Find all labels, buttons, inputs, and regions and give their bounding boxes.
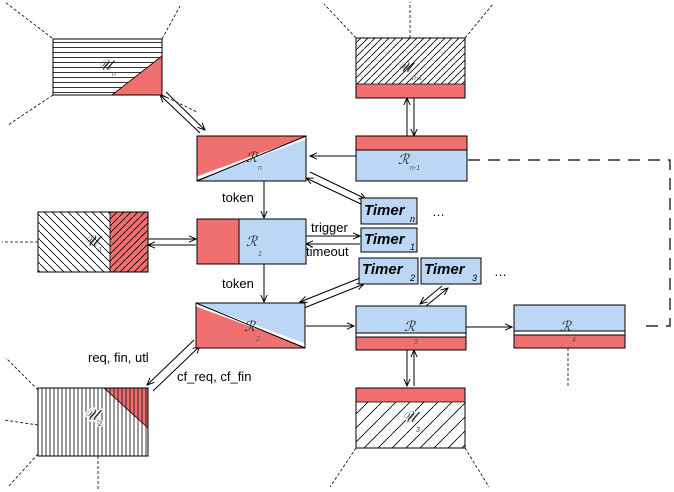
router-2-symbol: ℛ (244, 319, 256, 335)
router-n-minus-1: ℛ n-1 (355, 135, 468, 182)
unit-3-sub: 3 (416, 427, 420, 434)
token-label-top: token (222, 190, 254, 205)
router-1: ℛ 1 (196, 218, 307, 265)
router-4-sub: 4 (572, 337, 576, 344)
router-4: ℛ 4 (513, 304, 626, 349)
timer-n-sub: n (410, 214, 415, 224)
router-1-symbol: ℛ (246, 234, 258, 250)
unit-1-sub: 1 (98, 247, 102, 254)
timer-1-label: Timer (364, 231, 406, 248)
unit-n-sub: n (112, 71, 116, 78)
timer-2: Timer 2 (358, 257, 419, 285)
radial-lines (2, 1, 569, 491)
unit-n-symbol: 𝒰 (98, 56, 116, 74)
unit-n-minus-1: 𝒰 n-1 (355, 37, 466, 99)
router-2-sub: 2 (255, 336, 260, 343)
request-label: req, fin, utl (88, 350, 149, 365)
timer-3: Timer 3 (420, 257, 482, 285)
router-n-symbol: ℛ (246, 150, 258, 166)
token-label-bottom: token (222, 276, 254, 291)
router-n-minus-1-symbol: ℛ (398, 152, 410, 168)
router-3-symbol: ℛ (404, 319, 416, 335)
dashed-feedback-line (468, 159, 671, 327)
timeout-label: timeout (306, 244, 349, 259)
timer-2-label: Timer (362, 261, 404, 278)
unit-2-sub: 2 (97, 421, 102, 428)
confirm-label: cf_req, cf_fin (177, 369, 251, 384)
unit-n: 𝒰 n (52, 38, 163, 96)
router-n-sub: n (258, 165, 262, 172)
timer-3-label: Timer (424, 261, 466, 278)
timer-n: Timer n (360, 197, 418, 225)
unit-3: 𝒰 3 (355, 387, 466, 449)
timer-1: Timer 1 (360, 227, 418, 253)
timer-1-sub: 1 (410, 242, 415, 252)
unit-1-symbol: 𝒰 (84, 231, 103, 250)
router-1-sub: 1 (258, 251, 262, 258)
timer-n-label: Timer (364, 202, 406, 219)
unit-1: 𝒰 1 (37, 211, 149, 273)
unit-n-minus-1-sub: n-1 (412, 75, 422, 82)
trigger-label: trigger (311, 220, 349, 235)
router-n-minus-1-sub: n-1 (410, 165, 420, 172)
router-n: ℛ n (196, 135, 307, 182)
ellipsis-timers-top: … (432, 204, 445, 219)
timer-2-sub: 2 (409, 273, 415, 283)
unit-2: 𝒰 2 (37, 387, 149, 457)
router-3-sub: 3 (414, 339, 418, 346)
router-2: ℛ 2 (195, 302, 306, 349)
router-3: ℛ 3 (355, 305, 467, 351)
unit-n-minus-1-symbol: 𝒰 (398, 58, 416, 76)
ellipsis-timers-right: … (494, 264, 507, 279)
connections (147, 91, 512, 392)
router-4-symbol: ℛ (560, 319, 572, 335)
timer-3-sub: 3 (472, 273, 477, 283)
